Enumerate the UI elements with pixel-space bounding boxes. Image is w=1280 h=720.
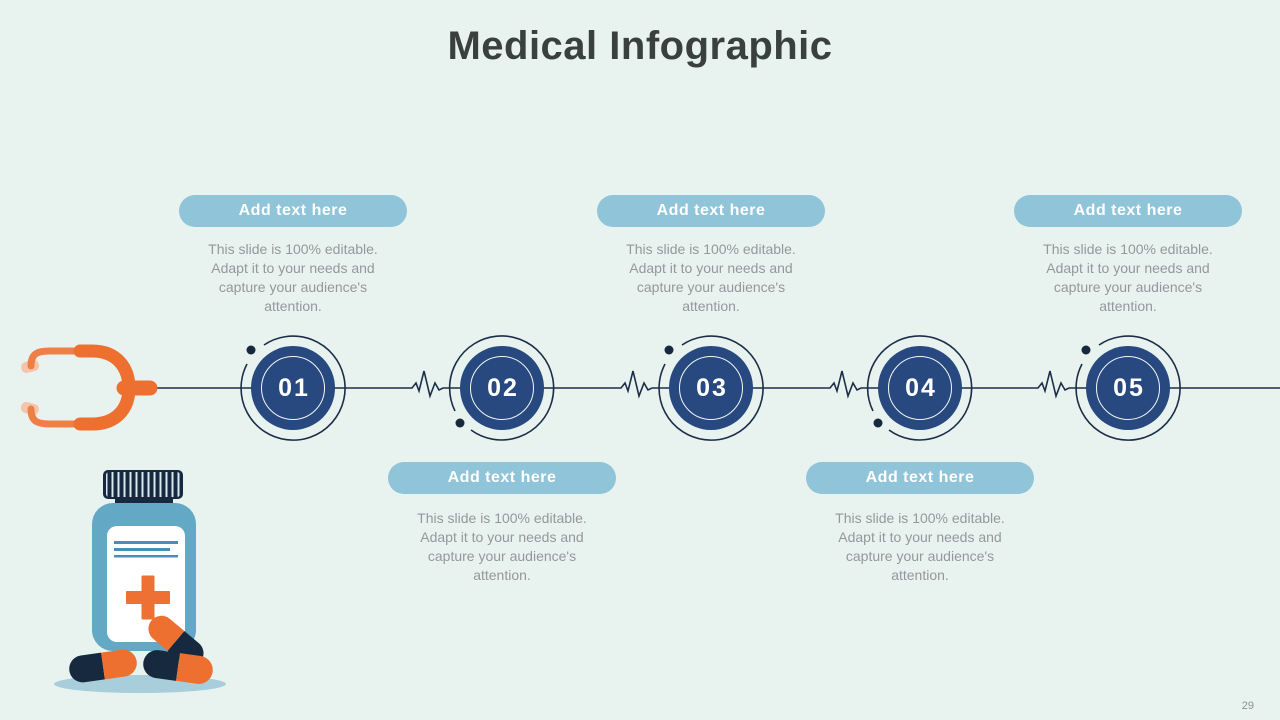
step-circle-1: 01 <box>251 346 335 430</box>
step-number: 01 <box>278 373 310 402</box>
add-text-button-2[interactable]: Add text here <box>388 462 616 494</box>
step-dot-3 <box>664 345 674 355</box>
medical-cross-icon <box>126 575 170 620</box>
pill-capsule-left <box>69 649 137 683</box>
step-circle-2: 02 <box>460 346 544 430</box>
pill-capsule-right <box>143 650 213 684</box>
step-circle-4: 04 <box>878 346 962 430</box>
medicine-bottle-icon <box>54 470 226 693</box>
step-dot-4 <box>873 418 883 428</box>
step-description-5: This slide is 100% editable. Adapt it to… <box>1043 241 1213 314</box>
step-dot-5 <box>1081 345 1091 355</box>
step-number: 02 <box>487 373 519 402</box>
step-arc-4 <box>866 335 973 441</box>
step-description-1: This slide is 100% editable. Adapt it to… <box>208 241 378 314</box>
step-description-3: This slide is 100% editable. Adapt it to… <box>626 241 796 314</box>
step-arc-2 <box>448 335 555 441</box>
step-dot-2 <box>455 418 465 428</box>
step-dot-1 <box>246 345 256 355</box>
step-arc-1 <box>240 335 346 441</box>
stethoscope-icon <box>20 344 158 431</box>
page-number: 29 <box>1241 700 1254 712</box>
step-description-4: This slide is 100% editable. Adapt it to… <box>835 510 1005 583</box>
step-number: 05 <box>1113 373 1145 402</box>
add-text-button-3[interactable]: Add text here <box>597 195 825 227</box>
step-circle-5: 05 <box>1086 346 1170 430</box>
add-text-button-4[interactable]: Add text here <box>806 462 1034 494</box>
step-number: 04 <box>905 373 937 402</box>
step-arc-5 <box>1075 335 1181 441</box>
step-number: 03 <box>696 373 728 402</box>
step-arc-3 <box>658 335 764 441</box>
step-description-2: This slide is 100% editable. Adapt it to… <box>417 510 587 583</box>
bottle-neck <box>115 497 173 507</box>
step-circle-3: 03 <box>669 346 753 430</box>
slide-title: Medical Infographic <box>447 24 833 68</box>
add-text-button-1[interactable]: Add text here <box>179 195 407 227</box>
add-text-button-5[interactable]: Add text here <box>1014 195 1242 227</box>
